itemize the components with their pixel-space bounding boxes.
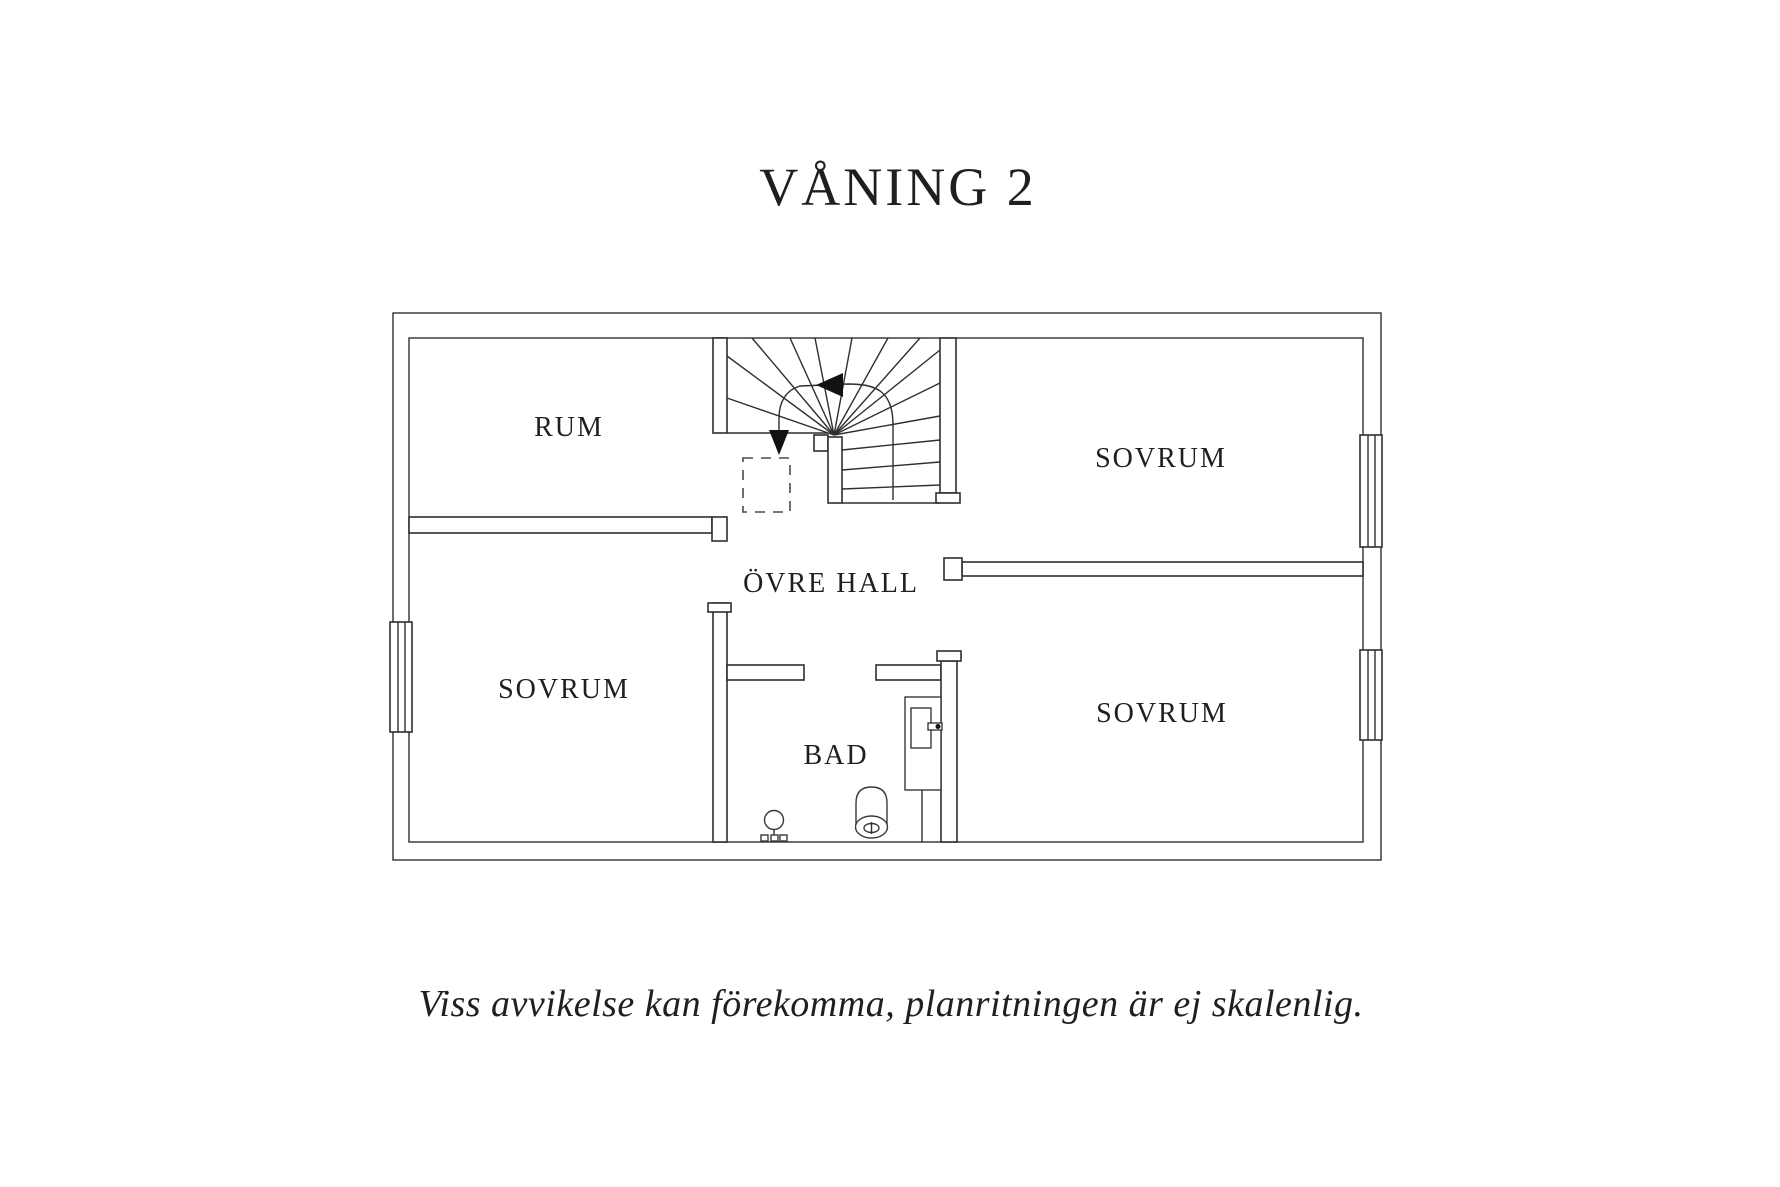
- cabinet: [904, 696, 943, 791]
- page-title: VÅNING 2: [759, 157, 1036, 217]
- wall-rum-bottom-jamb: [711, 516, 728, 542]
- stair-newel-wall: [827, 436, 843, 504]
- dashed-shaft-outline: [742, 457, 791, 513]
- wall-stair-right: [939, 337, 957, 494]
- room-labels: RUM SOVRUM ÖVRE HALL SOVRUM SOVRUM BAD: [498, 412, 1228, 771]
- wall-bath-left-cap: [707, 602, 732, 613]
- room-label-bad: BAD: [803, 740, 868, 771]
- wall-hall-right: [961, 561, 1364, 577]
- stair-treads-right: [833, 337, 941, 436]
- windows: [389, 434, 1383, 741]
- wall-stair-right-cap: [935, 492, 961, 504]
- disclaimer-caption: Viss avvikelse kan förekomma, planritnin…: [419, 983, 1364, 1025]
- stair-center-jamb: [813, 434, 829, 452]
- arrow-left-icon: [816, 373, 843, 397]
- sink-icon: [760, 809, 788, 842]
- stair-treads-left: [726, 337, 835, 436]
- wall-rum-bottom: [408, 516, 713, 534]
- wall-bath-right-cap: [936, 650, 962, 662]
- wall-bath-stub-right: [875, 664, 942, 681]
- wall-hall-right-cap: [943, 557, 963, 581]
- room-label-rum: RUM: [534, 412, 604, 443]
- staircase: [726, 337, 941, 504]
- window-right-top: [1359, 434, 1383, 548]
- wall-bath-right: [940, 660, 958, 843]
- stair-lower-flight: [841, 439, 941, 504]
- window-left: [389, 621, 413, 733]
- toilet-icon: [854, 786, 889, 839]
- wall-bath-left: [712, 602, 728, 843]
- inner-wall-face: [408, 337, 1364, 843]
- window-right-bottom: [1359, 649, 1383, 741]
- outer-wall: [392, 312, 1382, 861]
- room-label-sovrum-bottom-left: SOVRUM: [498, 674, 630, 705]
- room-label-ovre-hall: ÖVRE HALL: [743, 568, 919, 599]
- bathroom-fixtures: [760, 696, 943, 842]
- room-label-sovrum-top-right: SOVRUM: [1095, 443, 1227, 474]
- outer-wall-outline: [392, 312, 1382, 861]
- wall-bath-stub-left: [726, 664, 805, 681]
- interior-walls: [408, 337, 1364, 843]
- wall-stair-left: [712, 337, 728, 434]
- stair-walking-line: [778, 383, 894, 500]
- arrow-down-icon: [769, 430, 789, 455]
- room-label-sovrum-bottom-right: SOVRUM: [1096, 698, 1228, 729]
